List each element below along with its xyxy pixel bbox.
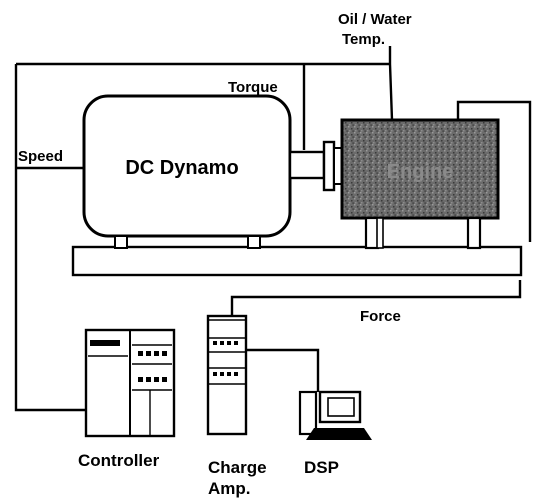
engine-mount-mid bbox=[376, 217, 384, 249]
engine: Engine bbox=[340, 118, 500, 250]
drive-shaft bbox=[288, 150, 326, 180]
coupling-flange bbox=[322, 140, 336, 192]
torque-label: Torque bbox=[228, 79, 278, 96]
controller-cabinet-icon bbox=[84, 328, 176, 438]
shaft-coupling bbox=[288, 140, 343, 192]
charge-amp-to-dsp-line bbox=[246, 348, 320, 392]
charge-amplifier-rack-icon bbox=[206, 314, 248, 436]
dc-dynamo-foot-left bbox=[114, 235, 128, 249]
dsp-label: DSP bbox=[304, 458, 339, 477]
speed-label: Speed bbox=[18, 148, 63, 165]
oil-water-temp-label-line2: Temp. bbox=[342, 31, 385, 48]
bedplate bbox=[71, 245, 523, 277]
controller-label: Controller bbox=[78, 451, 160, 470]
dc-dynamo-label: DC Dynamo bbox=[125, 157, 238, 179]
computer-terminal-icon bbox=[298, 390, 372, 440]
engine-right-line bbox=[456, 100, 532, 242]
engine-label: Engine bbox=[387, 161, 454, 183]
engine-mount-right bbox=[466, 216, 482, 250]
oil-water-temp-label-line1: Oil / Water bbox=[338, 11, 412, 28]
speed-line bbox=[14, 62, 390, 412]
dc-dynamo-foot-right bbox=[247, 235, 261, 249]
force-label: Force bbox=[360, 308, 401, 325]
charge-amp-label-line1: Charge bbox=[208, 458, 267, 477]
engine-block bbox=[340, 118, 500, 220]
force-line bbox=[230, 280, 522, 315]
signal-wiring bbox=[14, 46, 532, 412]
charge-amp-label-line2: Amp. bbox=[208, 479, 251, 498]
oil-water-temp-line bbox=[388, 46, 394, 121]
dc-dynamo: DC Dynamo bbox=[82, 94, 292, 249]
